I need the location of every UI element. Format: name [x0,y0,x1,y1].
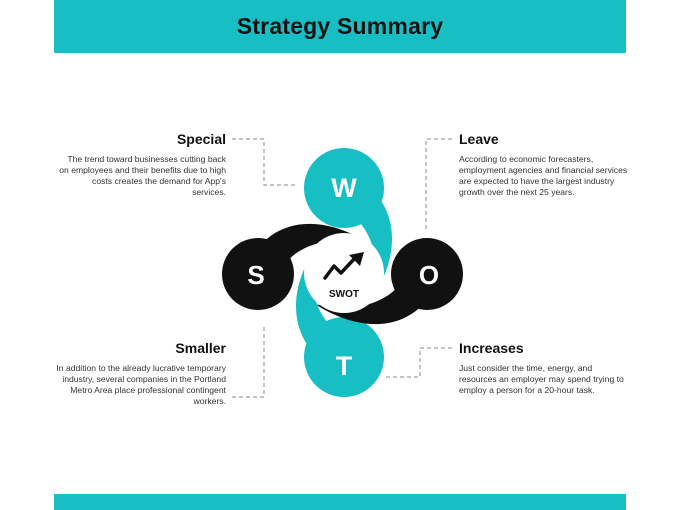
letter-s: S [247,260,264,290]
swirl-arm-o [315,280,427,325]
center-disc [304,233,384,313]
center-label: SWOT [329,289,359,300]
block-leave-body: According to economic forecasters, emplo… [459,154,628,197]
page-title: Strategy Summary [236,13,444,39]
connector-bottom-left [232,325,265,398]
block-leave-heading: Leave [459,131,499,147]
connector-top-right [425,138,452,232]
title-band: Strategy Summary [54,0,626,53]
block-increases: Increases Just consider the time, energy… [459,340,629,396]
letter-w: W [331,173,357,203]
block-smaller-heading: Smaller [175,340,226,356]
letter-t: T [336,351,353,381]
block-leave: Leave According to economic forecasters,… [459,131,629,198]
connector-bottom-right [386,347,452,378]
block-smaller: Smaller In addition to the already lucra… [56,340,226,407]
footer-band [54,494,626,510]
block-special-heading: Special [176,131,226,147]
connector-lines [232,138,452,398]
block-increases-body: Just consider the time, energy, and reso… [459,363,624,395]
block-special-body: The trend toward businesses cutting back… [59,154,226,197]
block-smaller-body: In addition to the already lucrative tem… [56,363,226,406]
block-special: Special The trend toward businesses cutt… [56,131,226,198]
block-increases-heading: Increases [459,340,524,356]
trend-arrow-icon [323,252,364,280]
connector-top-left [232,138,297,186]
letter-o: O [419,260,439,290]
